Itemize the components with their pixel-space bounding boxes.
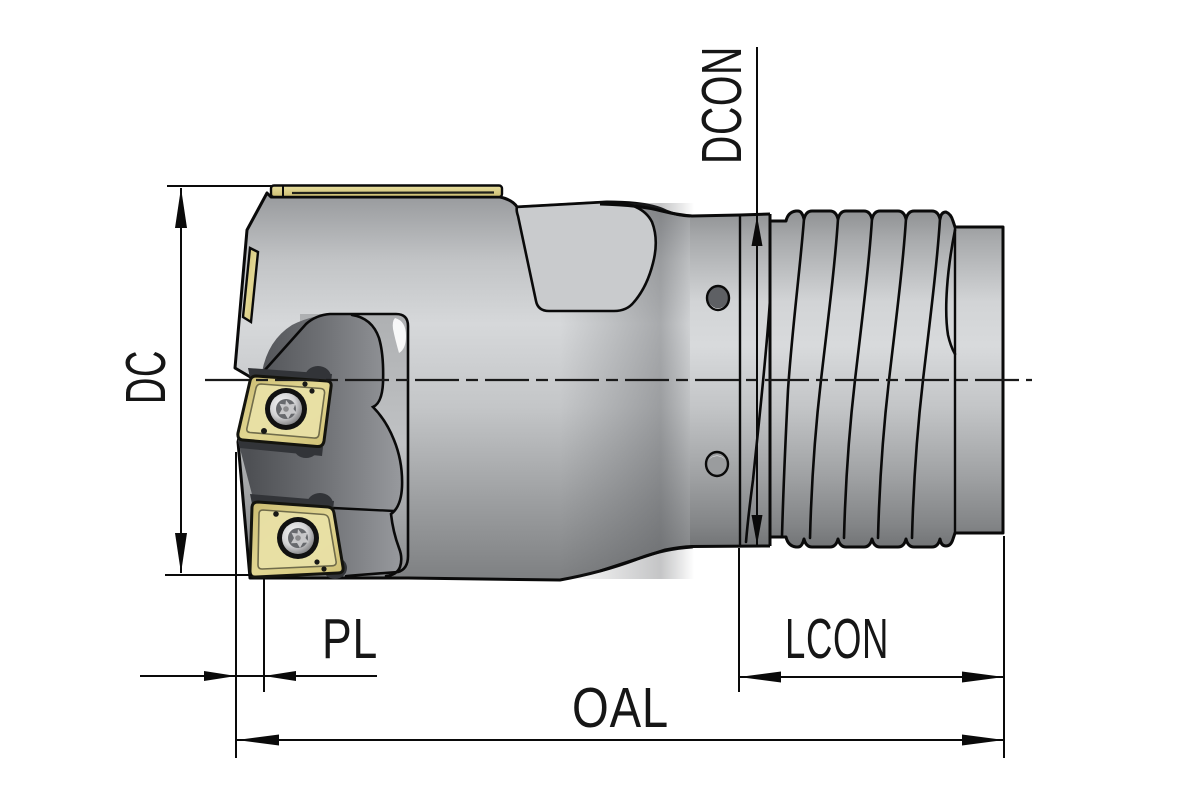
torx-screw-lower	[277, 517, 319, 559]
chipbreaker-dots	[273, 511, 327, 572]
chipbreaker-dots	[261, 381, 315, 434]
coolant-hole-top	[705, 284, 731, 312]
dimension-dcon: DCON	[690, 46, 763, 545]
dcon-arrow-down	[751, 515, 763, 545]
pl-arrow-right	[264, 671, 296, 681]
dim-label-dc: DC	[114, 350, 178, 404]
top-insert-strip	[269, 184, 504, 199]
neck-bottom-outline	[599, 544, 771, 573]
dcon-arrow-up	[751, 216, 763, 246]
cutter-head	[233, 184, 694, 582]
pl-arrow-left	[204, 671, 236, 681]
dimension-lcon: LCON	[738, 548, 1004, 692]
dimension-dc: DC	[114, 185, 272, 576]
dc-arrow-up	[175, 188, 187, 228]
lower-seat-line	[332, 506, 395, 513]
dim-label-pl: PL	[322, 607, 378, 671]
coolant-hole-bottom	[704, 450, 730, 478]
dim-label-oal: OAL	[572, 676, 669, 740]
pocket-highlight	[392, 318, 406, 353]
neck-top-outline	[599, 202, 771, 218]
side-insert-sliver	[241, 246, 260, 325]
pocket-boundary	[262, 312, 410, 578]
oal-arrow-right	[962, 734, 1004, 746]
dimension-pl: PL	[140, 452, 378, 758]
dim-label-dcon: DCON	[690, 46, 754, 164]
head-facet	[515, 200, 658, 313]
lcon-arrow-right	[962, 671, 1004, 683]
dimension-oal: OAL	[237, 536, 1005, 758]
dc-arrow-down	[175, 533, 187, 573]
torx-screw-upper	[265, 388, 307, 430]
oal-arrow-left	[237, 734, 279, 746]
gash-inner-wall	[350, 313, 404, 578]
lcon-arrow-left	[739, 671, 781, 683]
dim-label-lcon: LCON	[785, 607, 889, 671]
